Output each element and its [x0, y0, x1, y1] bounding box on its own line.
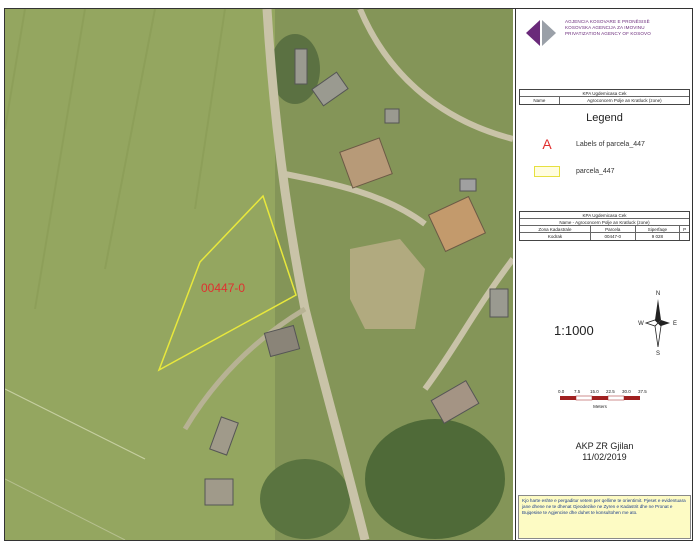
parcel-table-cell: [680, 233, 689, 240]
agency-name-line: AGJENCIA KOSOVARE E PRONËSISË: [565, 19, 650, 24]
compass-n: N: [656, 291, 660, 297]
author-office: AKP ZR Gjilan: [575, 441, 634, 451]
scale-tick: 30.0: [622, 389, 631, 394]
tree-cluster: [365, 419, 505, 539]
scale-bar: 0.0 7.5 15.0 22.5 30.0 37.5 Meters: [556, 387, 656, 417]
compass-w: W: [638, 321, 644, 327]
side-road: [357, 9, 513, 142]
map-frame: 00447-0 AGJENCIA KOSOVARE E PRONËSISË KO…: [4, 8, 693, 541]
aerial-map[interactable]: 00447-0: [5, 9, 513, 540]
label-symbol: A: [542, 136, 552, 152]
scale-unit: Meters: [593, 404, 608, 409]
author-block: AKP ZR Gjilan 11/02/2019: [516, 441, 692, 463]
parcel-info-table: KPA Ugdemicasa Cek Name - Agroconcern Po…: [519, 211, 690, 241]
legend-title: Legend: [586, 112, 623, 124]
agricultural-field: [5, 9, 275, 540]
scale-tick: 15.0: [590, 389, 599, 394]
side-road: [182, 306, 307, 431]
scale-tick: 0.0: [558, 389, 565, 394]
parcel-table-cell: 9 028: [636, 233, 681, 240]
side-road: [284, 171, 427, 227]
scale-tick: 22.5: [606, 389, 615, 394]
compass-e: E: [673, 321, 677, 327]
main-road: [262, 9, 370, 540]
agency-name-line: KOSOVSKA AGENCIJA ZA IMOVINU: [565, 25, 645, 30]
scale-tick: 7.5: [574, 389, 581, 394]
bare-soil-patch: [350, 239, 425, 329]
parcel-table-cell: 00447-0: [591, 233, 636, 240]
side-road: [422, 257, 513, 391]
header-table-cell: Name: [520, 97, 560, 104]
buildings: [204, 48, 509, 506]
header-table-cell: Agroconcern Polje an Kratluck (zone): [587, 98, 662, 103]
kpa-logo-icon: [526, 20, 556, 46]
legend-item-labels: A Labels of parcela_447: [534, 136, 645, 152]
scale-bar-graphic: 0.0 7.5 15.0 22.5 30.0 37.5 Meters: [558, 389, 647, 409]
parcel-table-row: Kodrak 00447-0 9 028: [520, 233, 689, 240]
map-date: 11/02/2019: [582, 452, 627, 462]
north-arrow-icon: N S W E: [638, 291, 677, 357]
legend-item-text: Labels of parcela_447: [576, 140, 645, 148]
agency-name: AGJENCIA KOSOVARE E PRONËSISË KOSOVSKA A…: [565, 19, 651, 37]
disclaimer-note: Kjo harte eshte e pergaditur vetem per q…: [518, 495, 691, 539]
parcel-table-subtitle: Name - Agroconcern Polje an Kratluck (zo…: [520, 219, 689, 226]
parcel-table-title: KPA Ugdemicasa Cek: [520, 212, 689, 219]
legend-item-text: parcela_447: [576, 168, 615, 175]
parcel-table-header-cell: Siperfaqe: [636, 226, 681, 232]
field-path: [5, 388, 146, 460]
map-canvas[interactable]: 00447-0: [5, 9, 513, 540]
tree-cluster: [260, 459, 350, 539]
parcel-table-header-cell: P: [683, 227, 687, 232]
scale-tick: 37.5: [638, 389, 647, 394]
compass-s: S: [656, 351, 660, 357]
agency-name-line: PRIVATIZATION AGENCY OF KOSOVO: [565, 31, 651, 36]
parcel-table-header-cell: Parcela: [591, 226, 636, 232]
map-scale: 1:1000: [554, 323, 594, 338]
parcel-table-header: Zona Kadastrale Parcela Siperfaqe P: [520, 226, 689, 233]
field-furrows: [5, 9, 226, 310]
header-table: KPA Ugdemicasa Cek Name Agroconcern Polj…: [519, 89, 690, 105]
parcel-label: 00447-0: [201, 281, 245, 295]
legend-item-parcel: parcela_447: [534, 166, 615, 177]
parcel-table-header-cell: Zona Kadastrale: [520, 226, 591, 232]
parcel-swatch-icon: [534, 166, 560, 177]
header-table-title: KPA Ugdemicasa Cek: [520, 90, 689, 97]
agency-logo: AGJENCIA KOSOVARE E PRONËSISË KOSOVSKA A…: [519, 14, 689, 54]
field-path: [5, 478, 126, 540]
map-legend-panel: AGJENCIA KOSOVARE E PRONËSISË KOSOVSKA A…: [515, 9, 692, 540]
header-table-row: Name Agroconcern Polje an Kratluck (zone…: [520, 97, 689, 104]
parcel-table-cell: Kodrak: [520, 233, 591, 240]
parcel-boundary[interactable]: [157, 194, 297, 372]
